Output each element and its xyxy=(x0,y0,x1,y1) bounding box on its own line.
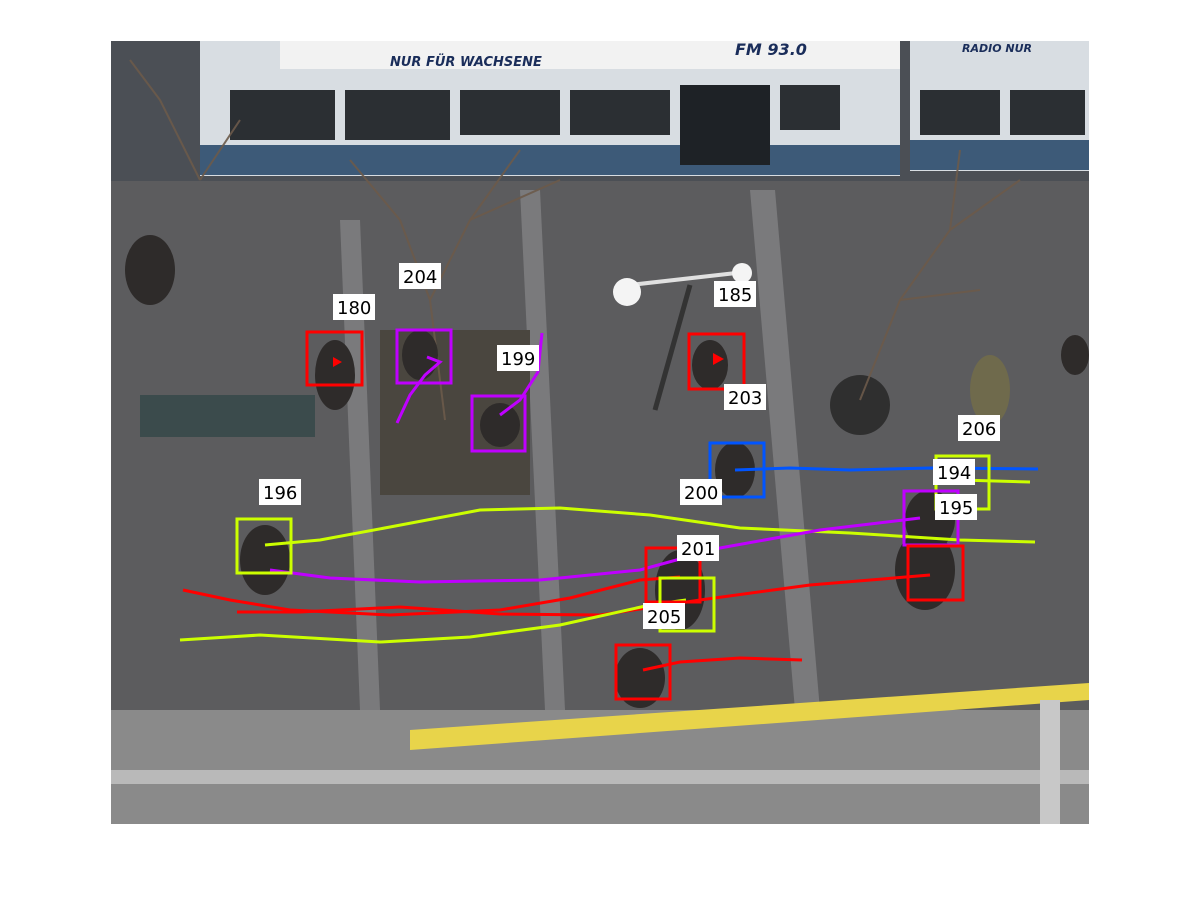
label-201: 201 xyxy=(677,535,719,561)
tram-window xyxy=(460,90,560,135)
track-markers xyxy=(333,353,724,367)
tram-window xyxy=(920,90,1000,135)
label-background xyxy=(333,294,375,320)
tram-sign-fm: FM 93.0 xyxy=(735,40,807,59)
label-background xyxy=(714,281,756,307)
label-text: 185 xyxy=(718,285,752,306)
trajectory-red-bottom xyxy=(642,656,803,672)
label-196: 196 xyxy=(259,479,301,505)
photo: FM 93.0 NUR FÜR WACHSENE RADIO NUR xyxy=(111,40,1089,824)
label-background xyxy=(399,263,441,289)
pedestrian xyxy=(480,403,520,447)
tram-sign-slogan: NUR FÜR WACHSENE xyxy=(390,54,542,70)
trajectory-195 xyxy=(269,516,921,584)
trajectory-red-lower xyxy=(237,573,931,617)
label-205: 205 xyxy=(643,603,685,629)
pedestrian xyxy=(315,340,355,410)
label-background xyxy=(933,459,975,485)
bbox-180 xyxy=(305,330,364,387)
label-199: 199 xyxy=(497,345,539,371)
trajectory-204 xyxy=(395,355,443,424)
awning-yellow-edge xyxy=(410,683,1089,750)
pedestrian xyxy=(1061,335,1089,375)
bbox-red-bottom xyxy=(614,643,672,701)
tram-sign-radio: RADIO NUR xyxy=(962,42,1032,55)
pavement-strip xyxy=(340,220,380,710)
bbox-200 xyxy=(708,441,766,499)
pedestrian xyxy=(692,340,728,390)
label-text: 201 xyxy=(681,539,715,560)
railing xyxy=(111,770,1089,784)
label-background xyxy=(935,494,977,520)
trajectory-199 xyxy=(499,332,544,417)
label-background xyxy=(677,535,719,561)
tree-branch xyxy=(859,149,1021,401)
pavement xyxy=(111,181,1089,711)
label-185: 185 xyxy=(714,281,756,307)
label-200: 200 xyxy=(680,479,722,505)
label-text: 196 xyxy=(263,483,297,504)
label-text: 204 xyxy=(403,267,437,288)
label-204: 204 xyxy=(399,263,441,289)
label-text: 199 xyxy=(501,349,535,370)
pedestrian xyxy=(615,648,665,708)
bbox-red-right xyxy=(906,544,965,602)
label-180: 180 xyxy=(333,294,375,320)
tram-stripe-1 xyxy=(200,145,900,175)
label-text: 205 xyxy=(647,607,681,628)
label-background xyxy=(497,345,539,371)
tram-window xyxy=(345,90,450,140)
label-text: 200 xyxy=(684,483,718,504)
label-text: 203 xyxy=(728,388,762,409)
label-text: 180 xyxy=(337,298,371,319)
tree-branch xyxy=(129,59,241,181)
lamp-right xyxy=(732,263,752,283)
bbox-196 xyxy=(235,517,293,575)
marker-180 xyxy=(333,357,342,367)
tram-stripe-2 xyxy=(910,140,1089,170)
label-text: 194 xyxy=(937,463,971,484)
trajectory-201 xyxy=(182,575,681,617)
tram-banner xyxy=(280,41,900,69)
lamp-post xyxy=(652,284,693,411)
tram-door xyxy=(680,85,770,165)
lamp-arm xyxy=(629,270,746,287)
bbox-199 xyxy=(470,394,527,453)
tram-windows xyxy=(230,85,1085,165)
label-background xyxy=(724,384,766,410)
id-labels: 180 204 199 185 203 206 194 195 xyxy=(259,263,1000,629)
bench xyxy=(140,395,315,437)
tram-window xyxy=(570,90,670,135)
label-206: 206 xyxy=(958,415,1000,441)
pedestrian xyxy=(970,355,1010,425)
pedestrian xyxy=(240,525,290,595)
tree-grate xyxy=(830,375,890,435)
pedestrian xyxy=(402,330,438,380)
label-background xyxy=(259,479,301,505)
tram-window xyxy=(1010,90,1085,135)
label-195: 195 xyxy=(935,494,977,520)
bbox-204 xyxy=(395,328,453,385)
railing-post xyxy=(1040,700,1060,824)
pavement-strip xyxy=(750,190,820,710)
label-text: 195 xyxy=(939,498,973,519)
tram-window xyxy=(230,90,335,140)
tree-branch xyxy=(349,149,561,421)
trajectory-200 xyxy=(734,466,1039,472)
pedestrian xyxy=(895,530,955,610)
tram-window xyxy=(780,85,840,130)
label-194: 194 xyxy=(933,459,975,485)
label-background xyxy=(958,415,1000,441)
lamp-left xyxy=(613,278,641,306)
bbox-201 xyxy=(644,546,702,604)
tree-branches xyxy=(129,59,1021,421)
label-background xyxy=(680,479,722,505)
label-203: 203 xyxy=(724,384,766,410)
bbox-185 xyxy=(687,332,746,391)
marker-185 xyxy=(713,353,724,365)
label-text: 206 xyxy=(962,419,996,440)
pedestrian xyxy=(125,235,175,305)
label-background xyxy=(643,603,685,629)
